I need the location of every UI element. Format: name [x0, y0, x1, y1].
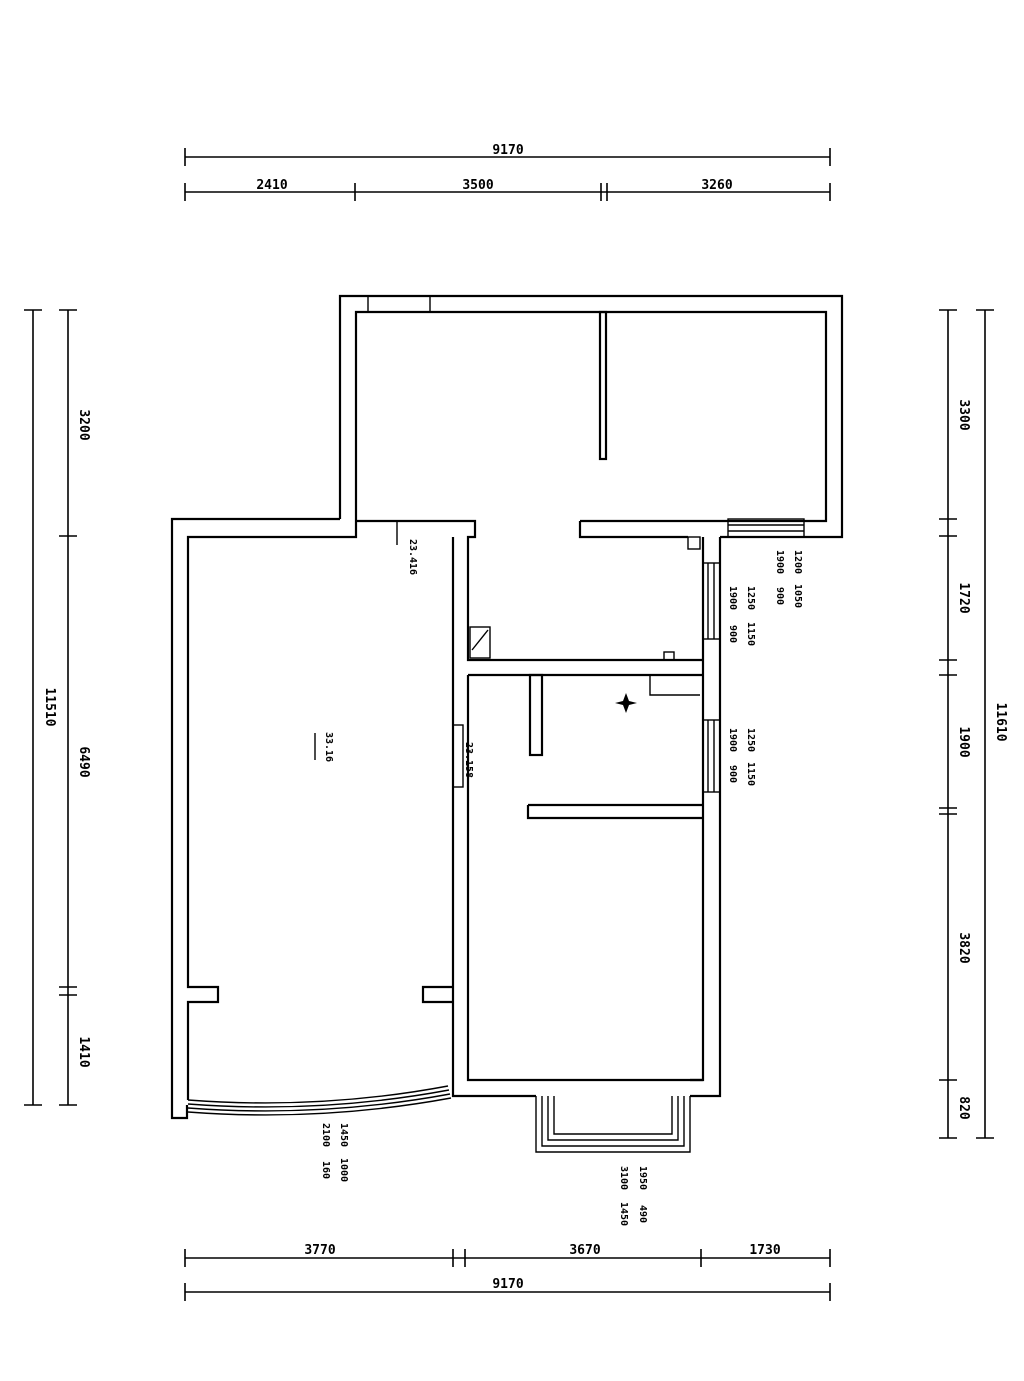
note-rl-1: 1900: [727, 728, 738, 752]
note-rl-3: 900: [727, 765, 738, 783]
note-rt-1: 1900: [774, 550, 785, 574]
note-rt-2: 1200: [792, 550, 803, 574]
note-rl-4: 1150: [745, 762, 756, 786]
left-segment-1: 3200: [76, 409, 91, 440]
left-total-dimension: 11510: [42, 687, 57, 726]
curved-balcony: [187, 1085, 452, 1116]
right-windows: [702, 518, 805, 793]
side-area-label: 23.158: [463, 742, 474, 778]
note-rt-4: 1050: [792, 584, 803, 608]
top-dimension-group: 9170 2410 3500 3260: [184, 143, 831, 201]
main-area-label: 33.16: [323, 732, 334, 762]
top-segment-2: 3500: [462, 178, 493, 193]
right-segment-5: 820: [956, 1096, 971, 1120]
left-segment-2: 6490: [76, 746, 91, 777]
top-segment-3: 3260: [701, 178, 732, 193]
note-bc-4: 490: [637, 1205, 648, 1223]
bottom-segment-2: 3670: [569, 1243, 600, 1258]
bottom-segment-3: 1730: [749, 1243, 780, 1258]
window-notes: 2100 1450 160 1000 3100 1950 1450 490 19…: [320, 550, 803, 1226]
bottom-dimension-group: 3770 3670 1730 9170: [184, 1243, 831, 1301]
upper-area-label: 23.416: [407, 539, 418, 575]
right-dimension-group: 3300 1720 1900 3820 820 11610: [939, 309, 1008, 1139]
bay-window-bottom: [535, 1096, 691, 1153]
note-rm-1: 1900: [727, 586, 738, 610]
fixture-marker-icon: [615, 693, 637, 713]
right-total-dimension: 11610: [993, 702, 1008, 741]
note-rm-2: 1250: [745, 586, 756, 610]
note-rl-2: 1250: [745, 728, 756, 752]
left-dimension-group: 11510 3200 6490 1410: [24, 309, 91, 1106]
right-segment-4: 3820: [956, 932, 971, 963]
left-segment-3: 1410: [76, 1036, 91, 1067]
note-rm-3: 900: [727, 625, 738, 643]
top-total-dimension: 9170: [492, 143, 523, 158]
note-bc-3: 1450: [618, 1202, 629, 1226]
note-bc-2: 1950: [637, 1166, 648, 1190]
top-segment-1: 2410: [256, 178, 287, 193]
note-rm-4: 1150: [745, 622, 756, 646]
exterior-walls: [170, 294, 844, 1120]
right-segment-2: 1720: [956, 582, 971, 613]
bottom-segment-1: 3770: [304, 1243, 335, 1258]
right-segment-1: 3300: [956, 399, 971, 430]
note-bl-3: 160: [320, 1161, 331, 1179]
interior-walls: [356, 310, 720, 1098]
note-rt-3: 900: [774, 587, 785, 605]
note-bl-1: 2100: [320, 1123, 331, 1147]
right-segment-3: 1900: [956, 726, 971, 757]
bottom-total-dimension: 9170: [492, 1277, 523, 1292]
note-bl-4: 1000: [338, 1158, 349, 1182]
note-bl-2: 1450: [338, 1123, 349, 1147]
note-bc-1: 3100: [618, 1166, 629, 1190]
